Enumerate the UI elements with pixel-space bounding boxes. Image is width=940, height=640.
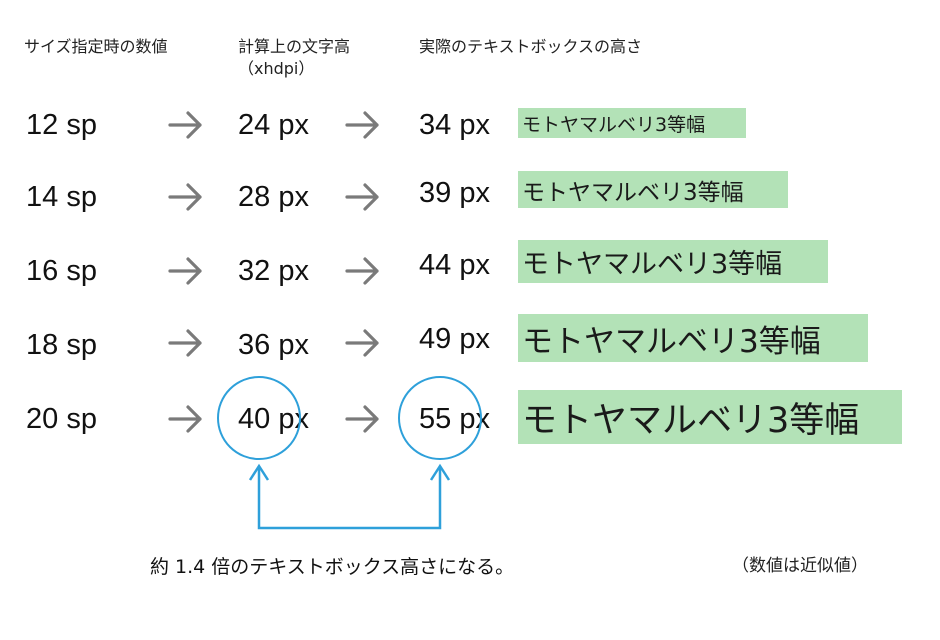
row-5-sp: 20 sp <box>26 403 97 435</box>
row-3-sp: 16 sp <box>26 255 97 287</box>
row-1-sample-textbox: モトヤマルベリ3等幅 <box>518 108 746 138</box>
row-2-sample-textbox: モトヤマルベリ3等幅 <box>518 171 788 208</box>
row-2-box: 39 px <box>419 177 490 209</box>
right-arrow-icon <box>345 111 379 139</box>
row-4-box: 49 px <box>419 323 490 355</box>
approximation-note: （数値は近似値） <box>732 556 868 576</box>
row-2-px: 28 px <box>238 181 309 213</box>
highlight-ring-box <box>398 376 482 460</box>
header-px-sub: （xhdpi） <box>238 59 315 78</box>
row-1-sp: 12 sp <box>26 109 97 141</box>
highlight-ring-px <box>217 376 301 460</box>
ratio-note: 約 1.4 倍のテキストボックス高さになる。 <box>150 556 515 578</box>
row-1-px: 24 px <box>238 109 309 141</box>
row-4-sp: 18 sp <box>26 329 97 361</box>
row-5-sample-textbox: モトヤマルベリ3等幅 <box>518 390 902 444</box>
row-2-sp: 14 sp <box>26 181 97 213</box>
header-box: 実際のテキストボックスの高さ <box>419 37 643 56</box>
row-3-px: 32 px <box>238 255 309 287</box>
row-3-box: 44 px <box>419 249 490 281</box>
header-sp: サイズ指定時の数値 <box>24 37 168 56</box>
right-arrow-icon <box>168 183 202 211</box>
right-arrow-icon <box>345 329 379 357</box>
right-arrow-icon <box>168 405 202 433</box>
row-1-box: 34 px <box>419 109 490 141</box>
right-arrow-icon <box>168 329 202 357</box>
header-px: 計算上の文字高 （xhdpi） <box>238 36 350 80</box>
right-arrow-icon <box>168 257 202 285</box>
row-3-sample-textbox: モトヤマルベリ3等幅 <box>518 240 828 283</box>
header-px-label: 計算上の文字高 <box>238 37 351 56</box>
right-arrow-icon <box>345 257 379 285</box>
row-4-px: 36 px <box>238 329 309 361</box>
right-arrow-icon <box>168 111 202 139</box>
right-arrow-icon <box>345 183 379 211</box>
right-arrow-icon <box>345 405 379 433</box>
row-4-sample-textbox: モトヤマルベリ3等幅 <box>518 314 868 362</box>
